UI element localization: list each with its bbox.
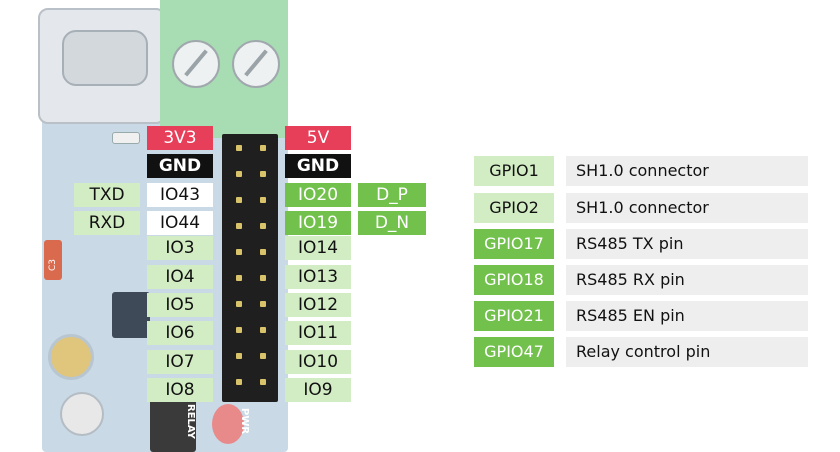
- label-io12: IO12: [285, 293, 351, 317]
- table-description: SH1.0 connector: [566, 156, 808, 186]
- capacitor-component: [44, 240, 62, 280]
- label-gnd-left: GND: [147, 154, 213, 178]
- label-io20: IO20: [285, 183, 351, 207]
- pin-header: [222, 134, 278, 402]
- header-pin: [236, 327, 242, 333]
- header-pin: [260, 197, 266, 203]
- button-component: [60, 392, 104, 436]
- header-pin: [236, 197, 242, 203]
- label-5v: 5V: [285, 126, 351, 150]
- table-pin: GPIO18: [474, 265, 554, 295]
- table-description: RS485 EN pin: [566, 301, 808, 331]
- table-description: RS485 TX pin: [566, 229, 808, 259]
- header-pin: [260, 145, 266, 151]
- header-pin: [260, 327, 266, 333]
- capacitor-label: C3: [48, 259, 58, 272]
- relay-silkscreen: RELAY: [185, 404, 196, 439]
- label-io9: IO9: [285, 378, 351, 402]
- pwr-silkscreen: PWR: [239, 408, 250, 435]
- header-pin: [236, 301, 242, 307]
- table-pin: GPIO2: [474, 193, 554, 223]
- header-pin: [236, 223, 242, 229]
- header-pin: [260, 171, 266, 177]
- header-pin: [236, 171, 242, 177]
- chip-component: [112, 132, 140, 144]
- header-pin: [260, 223, 266, 229]
- relay-module: [150, 395, 196, 452]
- label-rxd: RXD: [74, 211, 140, 235]
- label-io8: IO8: [147, 378, 213, 402]
- table-pin: GPIO21: [474, 301, 554, 331]
- label-io7: IO7: [147, 350, 213, 374]
- header-pin: [236, 353, 242, 359]
- antenna-connector: [48, 334, 94, 380]
- label-d-p: D_P: [358, 183, 426, 207]
- label-3v3: 3V3: [147, 126, 213, 150]
- label-io5: IO5: [147, 293, 213, 317]
- header-pin: [260, 301, 266, 307]
- label-io19: IO19: [285, 211, 351, 235]
- usb-c-port: [62, 30, 148, 86]
- label-txd: TXD: [74, 183, 140, 207]
- table-pin: GPIO1: [474, 156, 554, 186]
- ic-chip: [112, 292, 150, 338]
- label-io3: IO3: [147, 236, 213, 260]
- label-d-n: D_N: [358, 211, 426, 235]
- table-pin: GPIO47: [474, 337, 554, 367]
- label-io14: IO14: [285, 236, 351, 260]
- label-gnd-right: GND: [285, 154, 351, 178]
- table-description: SH1.0 connector: [566, 193, 808, 223]
- screw-icon: [172, 40, 220, 88]
- header-pin: [260, 275, 266, 281]
- label-io43: IO43: [147, 183, 213, 207]
- header-pin: [236, 379, 242, 385]
- label-io11: IO11: [285, 321, 351, 345]
- header-pin: [236, 275, 242, 281]
- header-pin: [236, 145, 242, 151]
- label-io10: IO10: [285, 350, 351, 374]
- header-pin: [260, 353, 266, 359]
- header-pin: [260, 249, 266, 255]
- table-pin: GPIO17: [474, 229, 554, 259]
- table-description: Relay control pin: [566, 337, 808, 367]
- screw-icon: [232, 40, 280, 88]
- label-io44: IO44: [147, 211, 213, 235]
- table-description: RS485 RX pin: [566, 265, 808, 295]
- header-pin: [260, 379, 266, 385]
- label-io4: IO4: [147, 265, 213, 289]
- header-pin: [236, 249, 242, 255]
- led-component: [212, 404, 244, 444]
- label-io13: IO13: [285, 265, 351, 289]
- label-io6: IO6: [147, 321, 213, 345]
